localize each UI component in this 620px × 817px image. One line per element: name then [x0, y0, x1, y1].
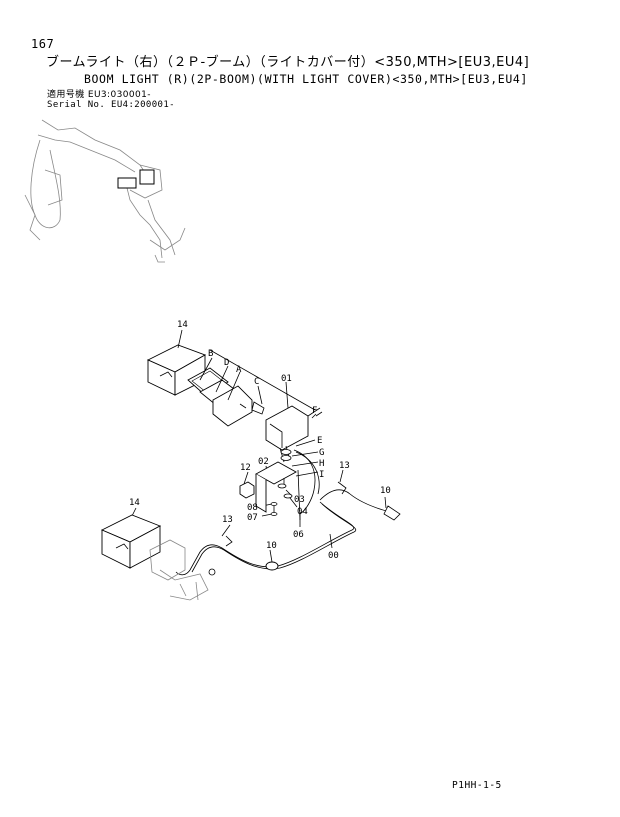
- leader-lines: [129, 349, 387, 563]
- screw-F: [313, 407, 323, 417]
- serial-number-en: Serial No. EU4:200001-: [47, 100, 176, 110]
- callout-01: 01: [281, 374, 292, 384]
- nut-12: [239, 481, 255, 499]
- callout-D: D: [224, 358, 229, 368]
- wiring-harness-00: [175, 481, 401, 576]
- callout-03: 03: [294, 495, 305, 505]
- callout-13-right: 13: [339, 461, 350, 471]
- title-english: BOOM LIGHT (R)(2P-BOOM)(WITH LIGHT COVER…: [84, 72, 528, 86]
- callout-08: 08: [247, 503, 258, 513]
- page-code: P1HH-1-5: [452, 780, 502, 791]
- wiring-harness-06: [293, 449, 320, 521]
- light-cover-upper: [146, 344, 207, 396]
- light-housing: [212, 385, 253, 427]
- callout-E: E: [317, 436, 322, 446]
- callout-02: 02: [258, 457, 269, 467]
- callout-12: 12: [240, 463, 251, 473]
- page-number: 167: [31, 37, 55, 51]
- callout-06: 06: [293, 530, 304, 540]
- callout-C: C: [254, 377, 259, 387]
- callout-14-upper: 14: [177, 320, 188, 330]
- callout-10-left: 10: [266, 541, 277, 551]
- excavator-locator-sketch: [24, 119, 186, 263]
- callout-H: H: [319, 459, 324, 469]
- bolts-washers: [270, 478, 293, 516]
- callout-10-right: 10: [380, 486, 391, 496]
- callout-I: I: [319, 470, 324, 480]
- callout-04: 04: [297, 507, 308, 517]
- lamp-body: [265, 405, 315, 451]
- callout-F: F: [312, 406, 317, 416]
- light-bulb: [251, 401, 265, 415]
- light-cover-lower: [100, 514, 162, 569]
- callout-07: 07: [247, 513, 258, 523]
- boom-side-ghost: [149, 539, 216, 601]
- callout-B: B: [208, 349, 213, 359]
- serial-applicable-jp: 適用号機 EU3:030001-: [47, 90, 151, 100]
- locator-light-mark: [117, 169, 155, 189]
- title-japanese: ブームライト（右）（２Ｐ-ブーム）（ライトカバー付）<350,MTH>[EU3,…: [46, 55, 530, 70]
- callout-00: 00: [328, 551, 339, 561]
- callout-G: G: [319, 448, 324, 458]
- light-bracket: [255, 445, 297, 513]
- callout-14-lower: 14: [129, 498, 140, 508]
- callout-A: A: [236, 365, 242, 375]
- callout-13-left: 13: [222, 515, 233, 525]
